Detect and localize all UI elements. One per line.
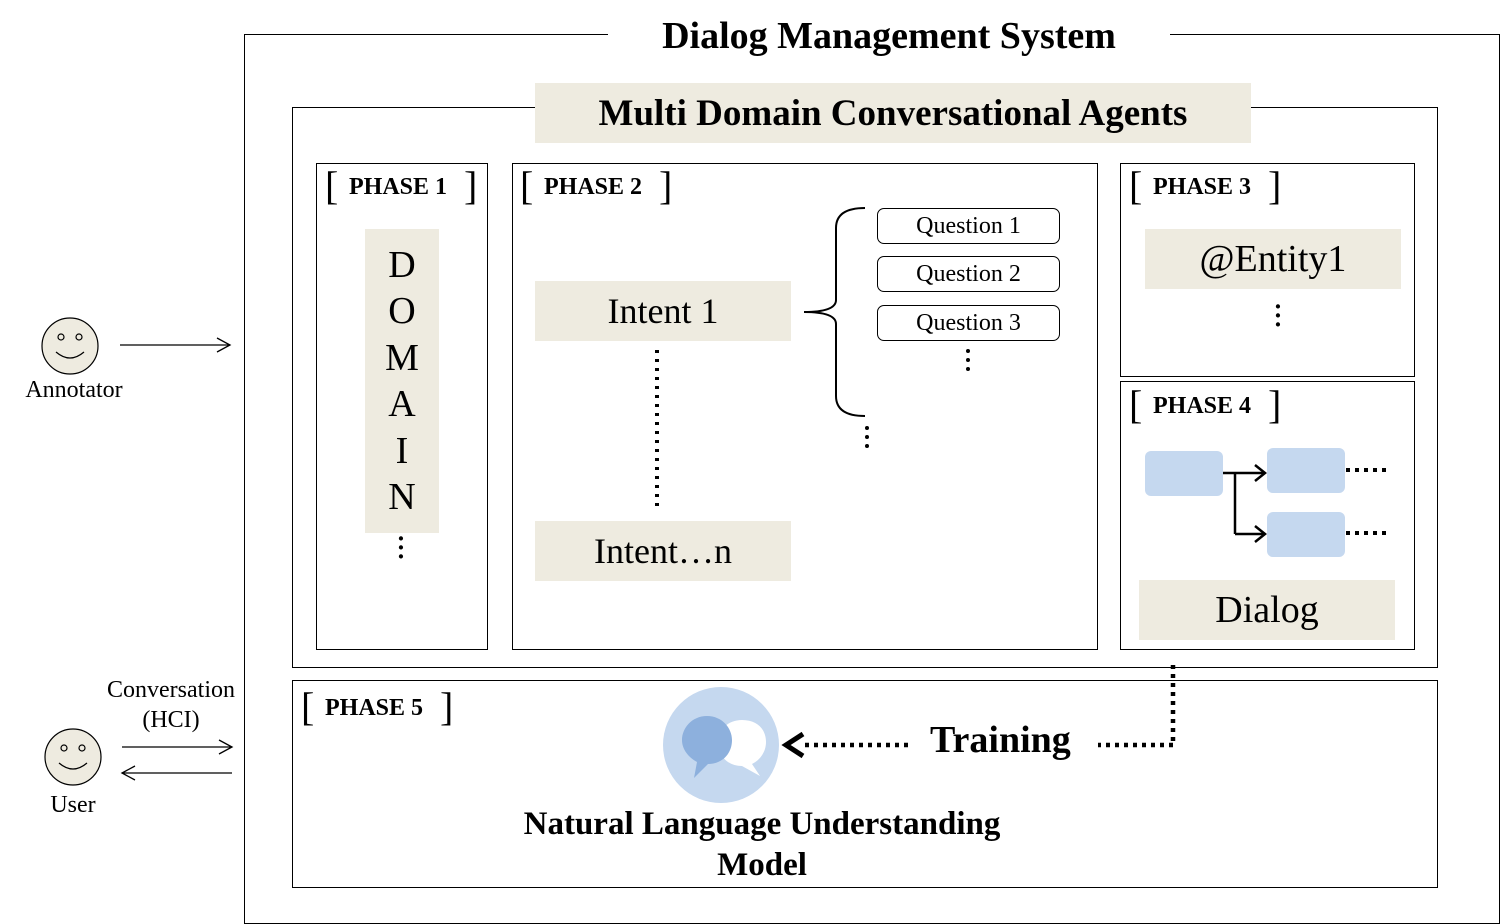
bracket-left: [ bbox=[1129, 163, 1143, 208]
bracket-left: [ bbox=[1129, 382, 1143, 427]
bracket-left: [ bbox=[520, 163, 534, 208]
domain-letter: O bbox=[388, 290, 416, 332]
bracket-left: [ bbox=[301, 684, 315, 729]
conversation-label-line1: Conversation bbox=[107, 677, 235, 703]
bracket-right: ] bbox=[1268, 163, 1282, 208]
training-label: Training bbox=[930, 719, 1071, 761]
conversation-arrows bbox=[120, 739, 234, 781]
user-label: User bbox=[50, 792, 96, 818]
more-domains-dots: ··· bbox=[396, 524, 406, 571]
dialog-flow-child-node bbox=[1267, 448, 1345, 493]
intent-1-box: Intent 1 bbox=[535, 281, 791, 341]
bracket-left: [ bbox=[325, 163, 339, 208]
domain-letter: D bbox=[388, 243, 416, 286]
bracket-right: ] bbox=[1268, 382, 1282, 427]
phase1-label: PHASE 1 bbox=[349, 174, 448, 200]
user-smiley-face-icon bbox=[44, 728, 102, 786]
annotator-smiley-face-icon bbox=[41, 317, 99, 375]
domain-letter: A bbox=[388, 383, 416, 425]
question-1-box: Question 1 bbox=[877, 208, 1060, 244]
question-2-box: Question 2 bbox=[877, 256, 1060, 292]
annotator-label: Annotator bbox=[25, 377, 123, 403]
phase2-label: PHASE 2 bbox=[544, 174, 643, 200]
nlu-model-label-line1: Natural Language Understanding bbox=[523, 806, 1001, 842]
nlu-model-label-line2: Model bbox=[717, 847, 807, 883]
system-title: Dialog Management System bbox=[662, 15, 1116, 57]
question-3-box: Question 3 bbox=[877, 305, 1060, 341]
bracket-right: ] bbox=[440, 684, 454, 729]
phase5-label: PHASE 5 bbox=[325, 695, 424, 721]
intent-n-box: Intent…n bbox=[535, 521, 791, 581]
dialog-box: Dialog bbox=[1139, 580, 1395, 640]
conversation-label-line2: (HCI) bbox=[142, 707, 200, 733]
more-entities-dots: ··· bbox=[1273, 292, 1283, 339]
domain-letter: M bbox=[385, 336, 419, 379]
annotator-arrow bbox=[120, 337, 232, 353]
agents-title: Multi Domain Conversational Agents bbox=[535, 83, 1251, 143]
phase4-label: PHASE 4 bbox=[1153, 393, 1252, 419]
dialog-flow-root-node bbox=[1145, 451, 1223, 496]
bracket-right: ] bbox=[659, 163, 673, 208]
phase3-label: PHASE 3 bbox=[1153, 174, 1252, 200]
dialog-flow-child-node bbox=[1267, 512, 1345, 557]
domain-letter: I bbox=[395, 429, 409, 472]
system-title-backdrop bbox=[608, 14, 1170, 58]
bracket-right: ] bbox=[464, 163, 478, 208]
entity-box: @Entity1 bbox=[1145, 229, 1401, 289]
phase5-panel bbox=[292, 680, 1438, 888]
domain-box: D O M A I N bbox=[365, 229, 439, 533]
domain-letter: N bbox=[388, 476, 416, 518]
